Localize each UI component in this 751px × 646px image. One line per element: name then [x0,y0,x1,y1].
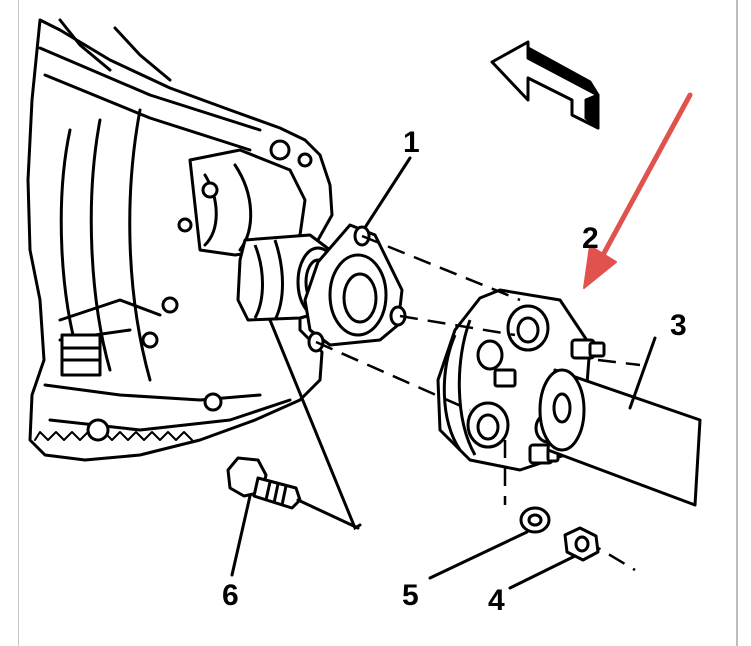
transmission-housing [26,18,334,462]
callout-2: 2 [582,222,599,255]
washer [519,506,551,534]
flange-bolt [226,456,302,510]
red-pointer-arrow [583,92,693,289]
callout-4: 4 [488,584,505,617]
transmission-flange [303,223,407,353]
left-frame-line [18,0,19,646]
nut [563,526,600,562]
callout-1: 1 [403,126,420,159]
callout-6: 6 [222,579,239,612]
callout-5: 5 [402,579,419,612]
propeller-shaft [538,368,702,507]
leader-lines [230,156,657,590]
right-frame-line [736,0,738,646]
callout-3: 3 [670,309,687,342]
direction-arrow-icon [490,40,600,130]
